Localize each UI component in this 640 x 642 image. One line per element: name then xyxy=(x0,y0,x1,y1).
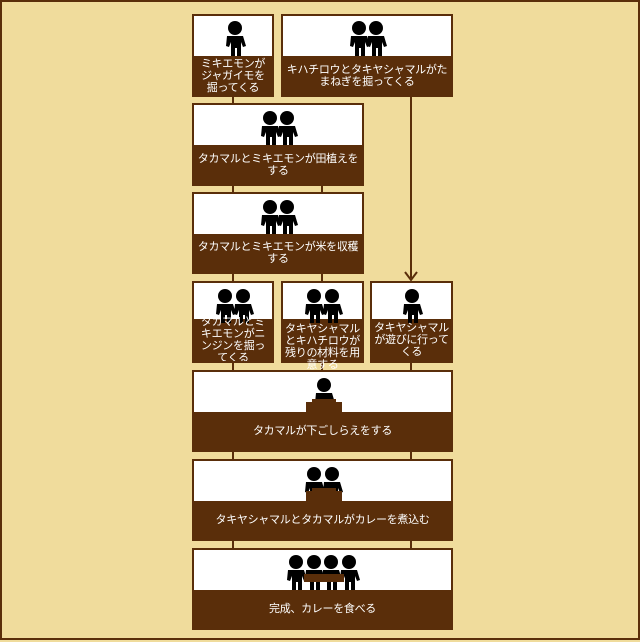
person-cooking-icon xyxy=(306,378,342,412)
two-people-cooking-icon xyxy=(305,467,343,501)
two-people-icon xyxy=(216,289,254,323)
step-label-4: タカマルとミキエモンが米を収穫する xyxy=(197,240,359,265)
two-people-icon xyxy=(305,289,343,323)
step-card-10: 完成、カレーを食べる xyxy=(192,548,453,630)
step-card-1: ミキエモンがジャガイモを掘ってくる xyxy=(192,14,274,97)
person-figure-icon xyxy=(226,21,246,56)
arrowhead-s7 xyxy=(404,271,418,282)
step-card-9: タキヤシャマルとタカマルがカレーを煮込む xyxy=(192,459,453,541)
step-label-10: 完成、カレーを食べる xyxy=(269,602,376,615)
two-people-icon xyxy=(350,21,387,56)
step-card-8: タカマルが下ごしらえをする xyxy=(192,370,453,452)
step-card-6: タキヤシャマルとキハチロウが残りの材料を用意する xyxy=(281,281,364,371)
step-card-5: タカマルとミキエモンがニンジンを掘ってくる xyxy=(192,281,274,363)
group-eating-icon xyxy=(287,555,360,590)
two-people-icon xyxy=(261,111,298,145)
person-figure-icon xyxy=(403,289,423,323)
step-label-9: タキヤシャマルとタカマルがカレーを煮込む xyxy=(215,513,430,526)
step-label-2: キハチロウとタキヤシャマルがたまねぎを掘ってくる xyxy=(286,62,448,88)
step-label-8: タカマルが下ごしらえをする xyxy=(252,424,393,437)
step-label-5: タカマルとミキエモンがニンジンを掘ってくる xyxy=(200,315,266,363)
step-label-6: タキヤシャマルとキハチロウが残りの材料を用意する xyxy=(285,322,360,371)
step-label-7: タキヤシャマルが遊びに行ってくる xyxy=(374,321,449,358)
step-card-3: タカマルとミキエモンが田植えをする xyxy=(192,103,364,186)
two-people-icon xyxy=(261,200,298,234)
step-label-1: ミキエモンがジャガイモを掘ってくる xyxy=(200,56,266,94)
step-card-2: キハチロウとタキヤシャマルがたまねぎを掘ってくる xyxy=(281,14,453,97)
step-card-7: タキヤシャマルが遊びに行ってくる xyxy=(370,281,453,363)
step-card-4: タカマルとミキエモンが米を収穫する xyxy=(192,192,364,274)
step-label-3: タカマルとミキエモンが田植えをする xyxy=(197,151,359,177)
